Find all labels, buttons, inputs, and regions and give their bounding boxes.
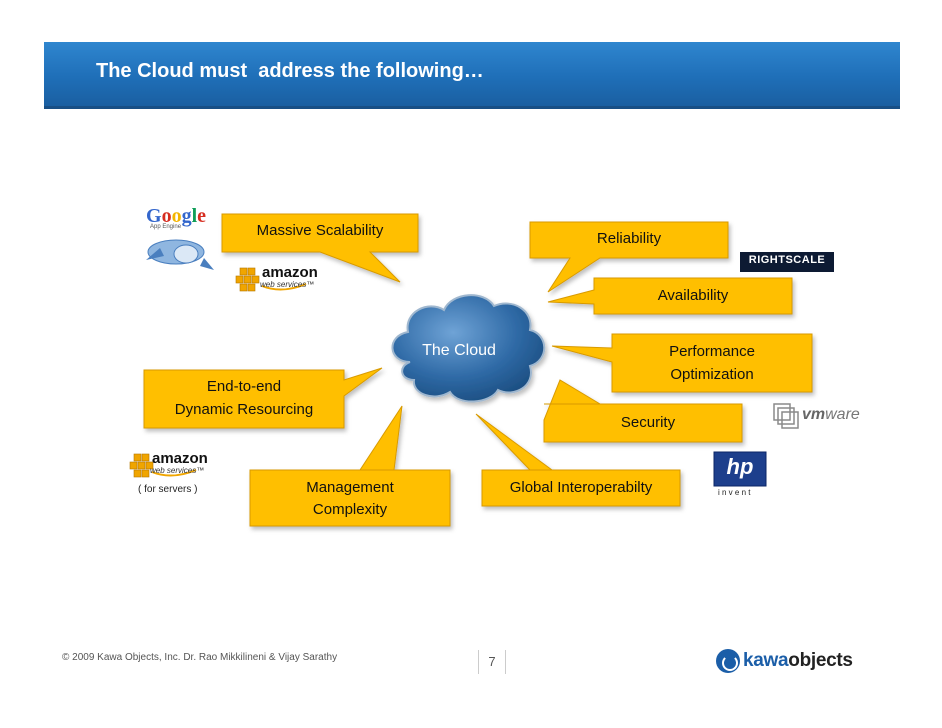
slide-title: The Cloud must address the following… — [96, 60, 484, 82]
google-app-engine-logo — [146, 239, 214, 270]
for-servers-caption: ( for servers ) — [138, 484, 198, 495]
amazon-smile-icon-top — [261, 283, 307, 291]
vmware-logo-text: vmware — [802, 406, 860, 424]
amazon-subword: web services™ — [150, 466, 205, 475]
end-to-end-label-line1: End-to-end — [206, 378, 282, 395]
objects-word: objects — [788, 650, 853, 671]
amazon-logo-top: amazon web services™ — [260, 264, 318, 289]
kawa-word: kawa — [743, 650, 789, 671]
callout-availability — [547, 277, 793, 315]
callout-end-to-end — [143, 367, 383, 429]
callout-management — [249, 405, 451, 527]
callout-security — [543, 379, 743, 443]
security-label: Security — [620, 414, 676, 431]
kawa-objects-logo: kawaobjects — [716, 648, 853, 674]
google-app-engine-subtext: App Engine — [150, 224, 182, 230]
kawa-logo-text: kawaobjects — [743, 650, 853, 672]
google-logo-text: Google — [146, 205, 206, 227]
amazon-subword: web services™ — [260, 280, 315, 289]
availability-label: Availability — [657, 287, 729, 304]
rightscale-logo-text: RIGHTSCALE — [748, 254, 826, 266]
amazon-logo-bottom: amazon web services™ — [150, 450, 208, 475]
cloud-shape — [391, 294, 546, 403]
performance-label-line2: Optimization — [670, 366, 754, 383]
amazon-word: amazon — [152, 450, 208, 467]
callout-global-interop — [475, 413, 681, 507]
management-label-line1: Management — [306, 479, 394, 496]
hp-logo-text: hp — [726, 454, 754, 479]
reliability-label: Reliability — [596, 230, 662, 247]
amazon-word: amazon — [262, 264, 318, 281]
amazon-smile-icon-bottom — [151, 469, 197, 477]
hp-invent-text: i n v e n t — [718, 488, 751, 497]
management-label-line2: Complexity — [312, 501, 388, 518]
callout-massive-scalability — [221, 213, 419, 283]
title-bar: The Cloud must address the following… — [44, 42, 900, 109]
rightscale-logo — [740, 252, 834, 272]
performance-label-line1: Performance — [669, 343, 755, 360]
callout-reliability — [529, 221, 729, 293]
page-number: 7 — [478, 650, 506, 674]
end-to-end-label-line2: Dynamic Resourcing — [174, 401, 314, 418]
footer-copyright: © 2009 Kawa Objects, Inc. Dr. Rao Mikkil… — [62, 652, 338, 663]
global-interop-label: Global Interoperabilty — [509, 479, 653, 496]
callout-performance — [551, 333, 813, 393]
kawa-emblem-icon — [716, 649, 740, 673]
vmware-squares-icon — [773, 403, 799, 429]
vmware-vm: vm — [802, 406, 826, 423]
vmware-ware: ware — [825, 406, 860, 423]
massive-scalability-label: Massive Scalability — [256, 222, 384, 239]
cloud-label: The Cloud — [422, 342, 496, 359]
amazon-cubes-icon-bottom — [129, 453, 154, 478]
hp-logo — [713, 451, 767, 487]
amazon-cubes-icon-top — [235, 267, 260, 292]
